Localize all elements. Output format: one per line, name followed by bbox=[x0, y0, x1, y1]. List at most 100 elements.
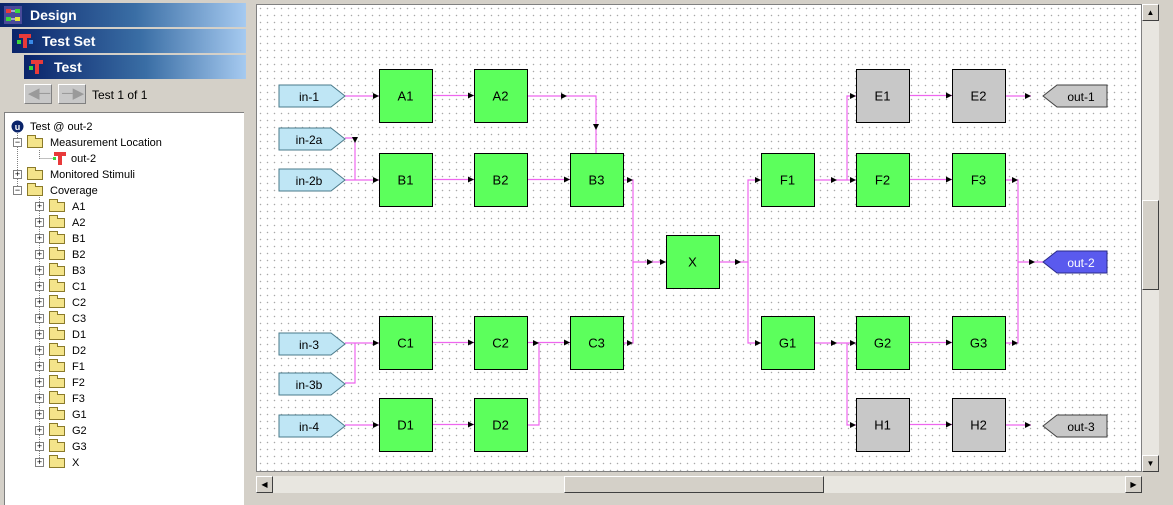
block-f1[interactable]: F1 bbox=[761, 153, 815, 207]
scroll-right-button[interactable]: ▶ bbox=[1125, 476, 1142, 493]
port-label: in-3 bbox=[299, 338, 319, 352]
block-body bbox=[379, 153, 433, 207]
block-g2[interactable]: G2 bbox=[856, 316, 910, 370]
block-x[interactable]: X bbox=[666, 235, 720, 289]
block-body bbox=[570, 316, 624, 370]
expand-icon[interactable]: + bbox=[35, 281, 44, 291]
expand-icon[interactable]: + bbox=[35, 265, 44, 275]
expand-icon[interactable]: + bbox=[35, 409, 44, 419]
vertical-scroll-thumb[interactable] bbox=[1142, 200, 1159, 290]
block-c2[interactable]: C2 bbox=[474, 316, 528, 370]
tree-item-label: C3 bbox=[72, 313, 87, 325]
block-a2[interactable]: A2 bbox=[474, 69, 528, 123]
tree-item-label: G1 bbox=[72, 409, 87, 421]
tree-item-label: B2 bbox=[72, 249, 86, 261]
tree-item-label: D1 bbox=[72, 329, 87, 341]
block-d1[interactable]: D1 bbox=[379, 398, 433, 452]
port-label: in-4 bbox=[299, 420, 319, 434]
input-port-in-3[interactable]: in-3 bbox=[278, 332, 346, 356]
block-h1[interactable]: H1 bbox=[856, 398, 910, 452]
previous-test-button[interactable]: ◀─ bbox=[24, 84, 52, 104]
next-test-button[interactable]: ─▶ bbox=[58, 84, 86, 104]
wire bbox=[527, 95, 597, 153]
test-set-band-label: Test Set bbox=[42, 33, 96, 49]
input-port-in-2b[interactable]: in-2b bbox=[278, 168, 346, 192]
block-body bbox=[856, 316, 910, 370]
port-shape bbox=[1042, 414, 1108, 438]
block-f3[interactable]: F3 bbox=[952, 153, 1006, 207]
scroll-down-button[interactable]: ▼ bbox=[1142, 455, 1159, 472]
block-g1[interactable]: G1 bbox=[761, 316, 815, 370]
expand-icon[interactable]: + bbox=[35, 313, 44, 323]
block-label: F1 bbox=[780, 173, 795, 188]
expand-icon[interactable]: + bbox=[35, 393, 44, 403]
test-band[interactable]: Test bbox=[24, 55, 246, 79]
expand-icon[interactable]: + bbox=[13, 169, 22, 179]
block-c1[interactable]: C1 bbox=[379, 316, 433, 370]
input-port-in-3b[interactable]: in-3b bbox=[278, 372, 346, 396]
collapse-icon[interactable]: − bbox=[13, 185, 22, 195]
expand-icon[interactable]: + bbox=[35, 249, 44, 259]
test-navigation: ◀─ ─▶ Test 1 of 1 bbox=[24, 82, 248, 108]
port-label: in-2a bbox=[296, 133, 323, 147]
output-port-out-2[interactable]: out-2 bbox=[1042, 250, 1108, 274]
design-band-label: Design bbox=[30, 7, 77, 23]
horizontal-scrollbar[interactable]: ◀ ▶ bbox=[256, 476, 1142, 493]
expand-icon[interactable]: + bbox=[35, 425, 44, 435]
expand-icon[interactable]: + bbox=[35, 457, 44, 467]
block-g3[interactable]: G3 bbox=[952, 316, 1006, 370]
block-d2[interactable]: D2 bbox=[474, 398, 528, 452]
collapse-icon[interactable]: − bbox=[13, 137, 22, 147]
expand-icon[interactable]: + bbox=[35, 441, 44, 451]
input-port-in-4[interactable]: in-4 bbox=[278, 414, 346, 438]
tree-item-label: B1 bbox=[72, 233, 86, 245]
block-b3[interactable]: B3 bbox=[570, 153, 624, 207]
folder-icon bbox=[49, 263, 65, 276]
expand-icon[interactable]: + bbox=[35, 297, 44, 307]
block-label: C3 bbox=[588, 336, 605, 351]
expand-icon[interactable]: + bbox=[35, 329, 44, 339]
expand-icon[interactable]: + bbox=[35, 217, 44, 227]
block-body bbox=[474, 153, 528, 207]
block-h2[interactable]: H2 bbox=[952, 398, 1006, 452]
block-b2[interactable]: B2 bbox=[474, 153, 528, 207]
output-port-out-1[interactable]: out-1 bbox=[1042, 84, 1108, 108]
block-b1[interactable]: B1 bbox=[379, 153, 433, 207]
block-body bbox=[952, 398, 1006, 452]
expand-icon[interactable]: + bbox=[35, 361, 44, 371]
block-e2[interactable]: E2 bbox=[952, 69, 1006, 123]
port-label: in-2b bbox=[296, 174, 323, 188]
test-set-band[interactable]: Test Set bbox=[12, 29, 246, 53]
expand-icon[interactable]: + bbox=[35, 201, 44, 211]
horizontal-scroll-thumb[interactable] bbox=[564, 476, 824, 493]
block-c3[interactable]: C3 bbox=[570, 316, 624, 370]
block-label: B2 bbox=[493, 173, 509, 188]
expand-icon[interactable]: + bbox=[35, 377, 44, 387]
tree-item-label: C2 bbox=[72, 297, 87, 309]
folder-icon bbox=[49, 343, 65, 356]
expand-icon[interactable]: + bbox=[35, 233, 44, 243]
block-body bbox=[952, 69, 1006, 123]
block-e1[interactable]: E1 bbox=[856, 69, 910, 123]
input-port-in-1[interactable]: in-1 bbox=[278, 84, 346, 108]
vertical-scrollbar[interactable]: ▲ ▼ bbox=[1142, 4, 1159, 472]
block-f2[interactable]: F2 bbox=[856, 153, 910, 207]
output-port-out-3[interactable]: out-3 bbox=[1042, 414, 1108, 438]
input-port-in-2a[interactable]: in-2a bbox=[278, 127, 346, 151]
block-label: C1 bbox=[397, 336, 414, 351]
tree-item-label: G2 bbox=[72, 425, 87, 437]
block-body bbox=[856, 69, 910, 123]
expand-icon[interactable]: + bbox=[35, 345, 44, 355]
block-label: H1 bbox=[874, 418, 891, 433]
tree-item-label: X bbox=[72, 457, 80, 469]
port-label: in-1 bbox=[299, 90, 319, 104]
test-band-label: Test bbox=[54, 59, 82, 75]
block-body bbox=[379, 398, 433, 452]
design-band[interactable]: Design bbox=[0, 3, 246, 27]
scroll-up-button[interactable]: ▲ bbox=[1142, 4, 1159, 21]
scroll-left-button[interactable]: ◀ bbox=[256, 476, 273, 493]
tree-item-label: C1 bbox=[72, 281, 87, 293]
block-a1[interactable]: A1 bbox=[379, 69, 433, 123]
